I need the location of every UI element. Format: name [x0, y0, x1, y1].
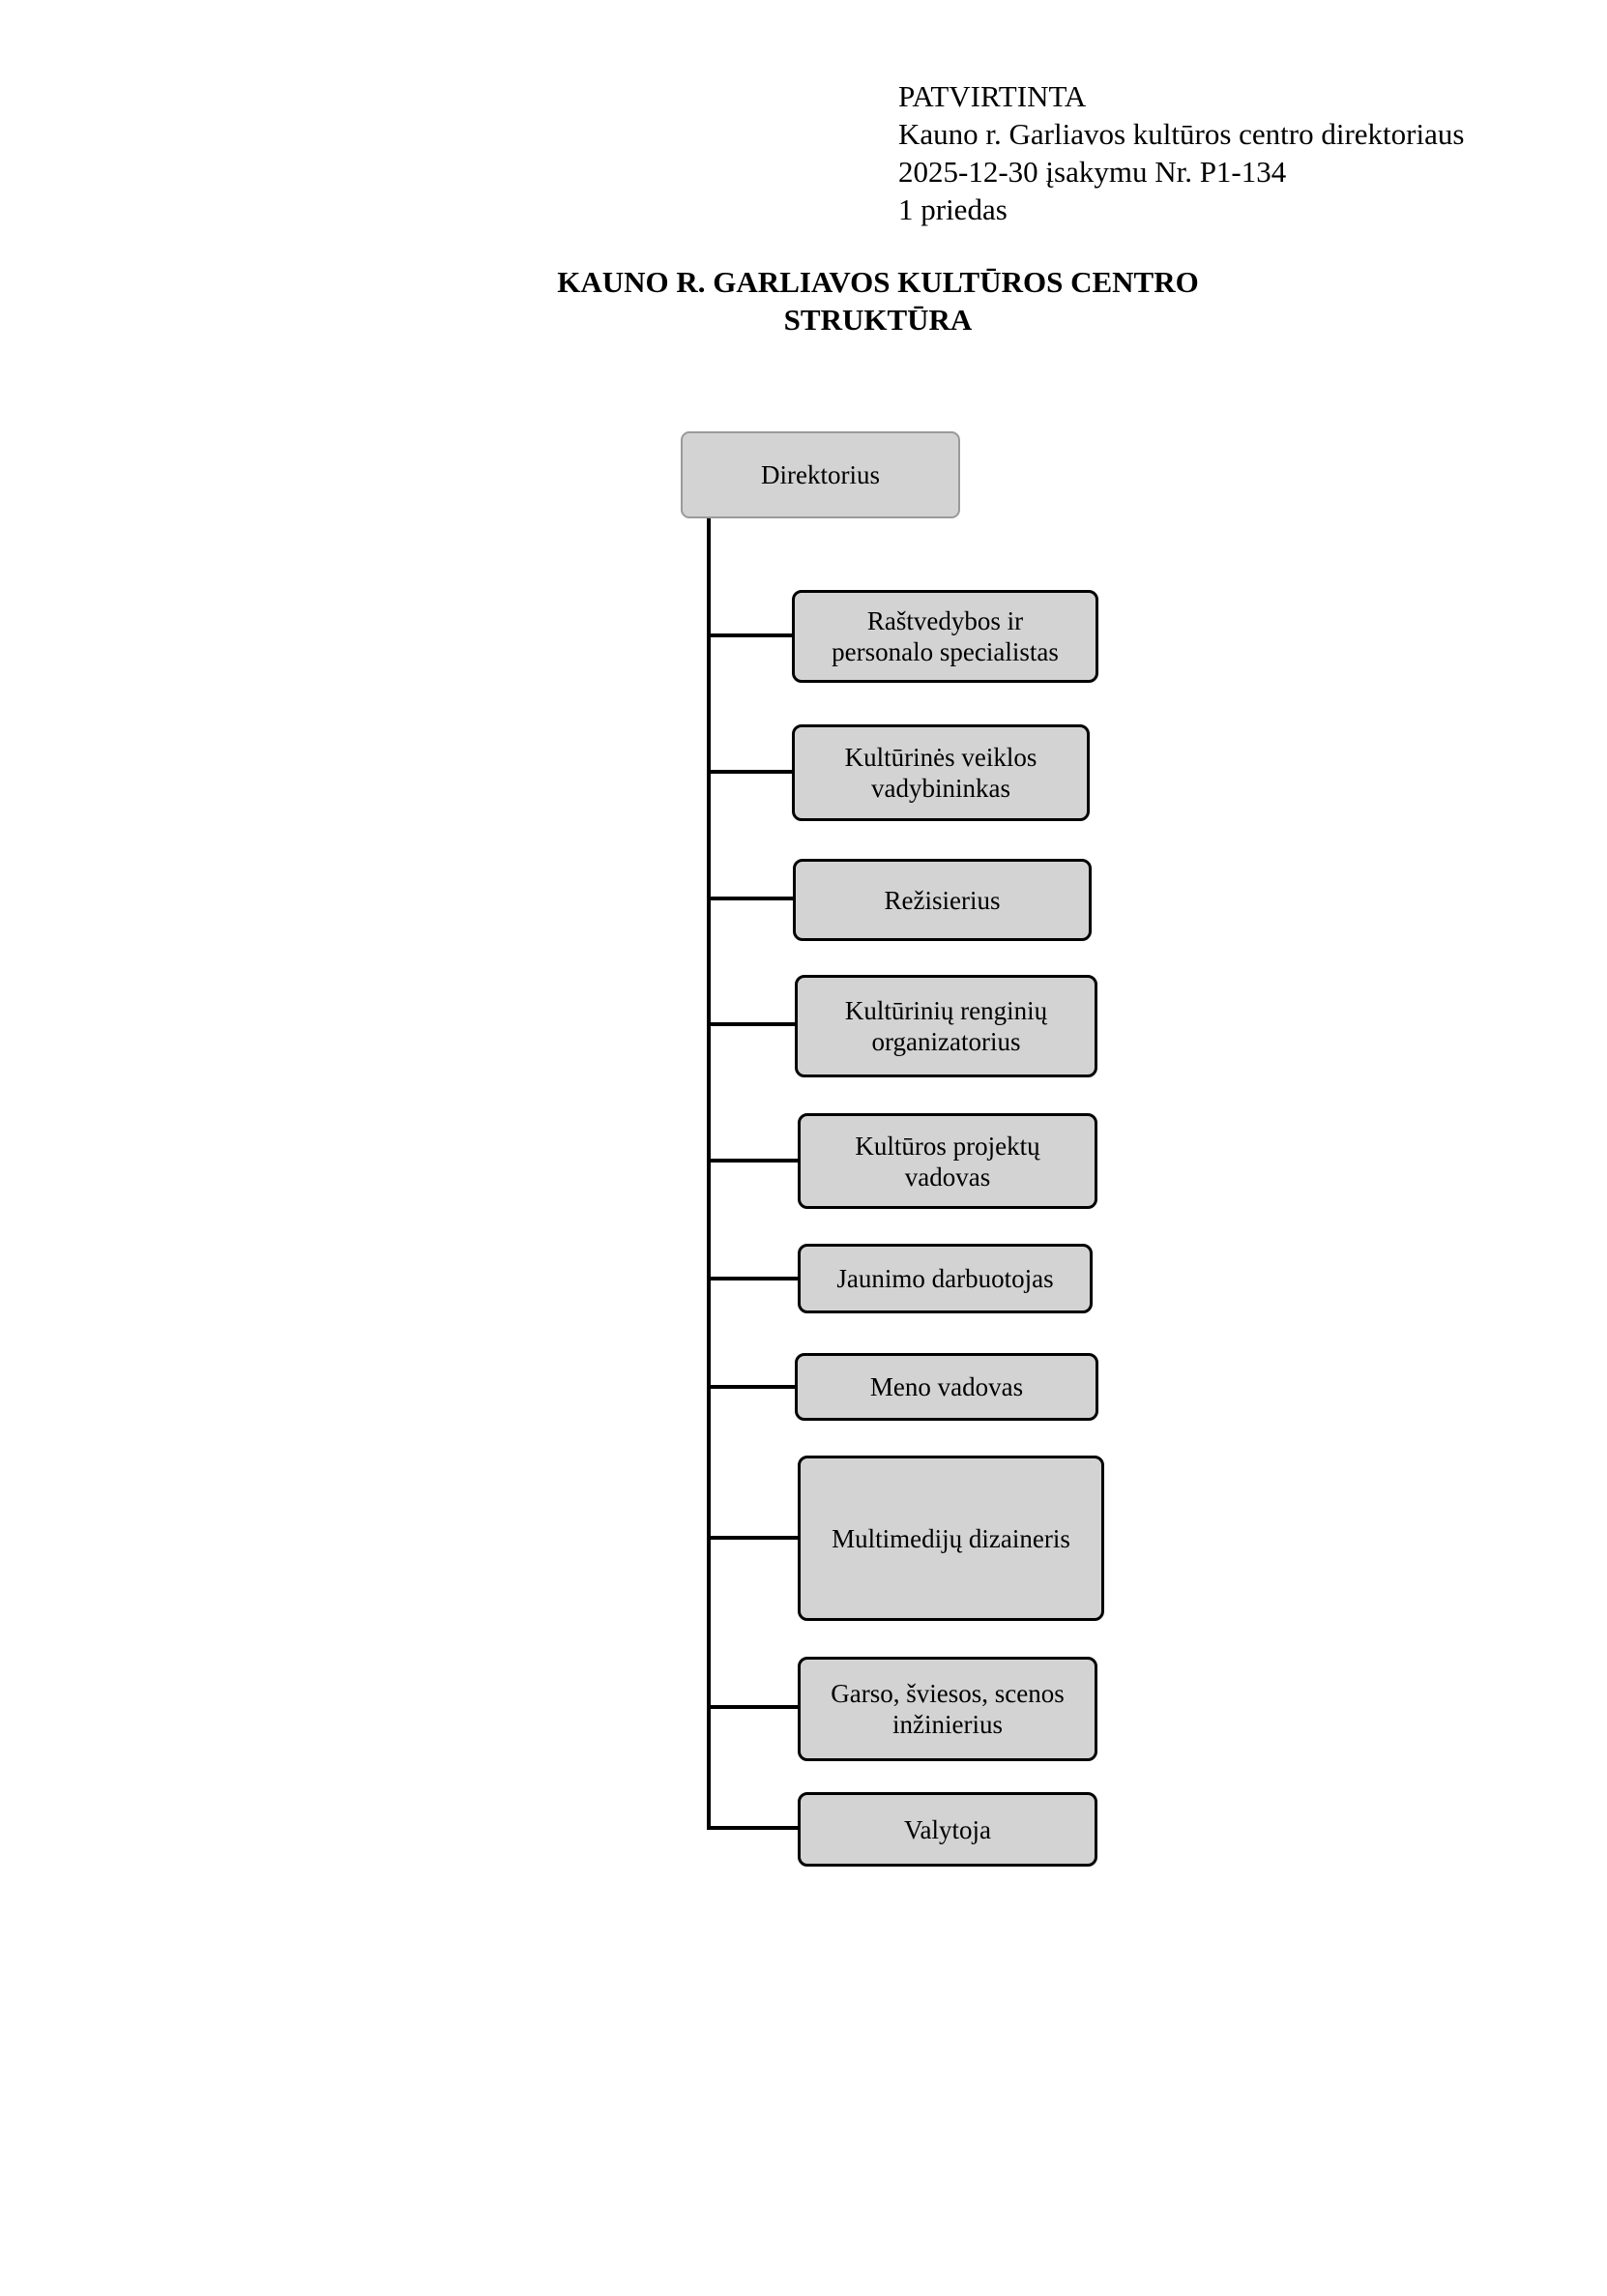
org-connector-line: [707, 1536, 798, 1540]
org-connector-line: [707, 1385, 795, 1389]
approval-line: 1 priedas: [898, 192, 1008, 226]
org-connector-line: [707, 770, 792, 774]
org-connector-line: [707, 1159, 798, 1163]
approval-line: PATVIRTINTA: [898, 79, 1087, 113]
org-node-label: Jaunimo darbuotojas: [836, 1264, 1054, 1293]
org-node-label: Meno vadovas: [869, 1372, 1024, 1401]
org-node-director: Direktorius: [681, 431, 960, 518]
org-node: Režisierius: [793, 859, 1092, 941]
org-node-label: vadovas: [904, 1162, 991, 1192]
org-trunk-line: [707, 518, 711, 1830]
org-node: Meno vadovas: [795, 1353, 1098, 1421]
org-node: Valytoja: [798, 1792, 1097, 1867]
org-connector-line: [707, 1705, 798, 1709]
title-line-2: STRUKTŪRA: [783, 303, 973, 337]
org-node-label: Multimedijų dizaineris: [832, 1523, 1070, 1553]
org-node-label: Kultūros projektų: [855, 1131, 1040, 1161]
org-connector-line: [707, 1826, 798, 1830]
org-node-label: Direktorius: [761, 460, 880, 489]
org-node-label: organizatorius: [871, 1027, 1021, 1056]
org-connector-line: [707, 633, 792, 637]
title-line-1: KAUNO R. GARLIAVOS KULTŪROS CENTRO: [557, 265, 1199, 299]
org-node: Jaunimo darbuotojas: [798, 1244, 1093, 1313]
org-node-label: vadybininkas: [871, 774, 1010, 803]
org-node: Multimedijų dizaineris: [798, 1456, 1104, 1621]
org-node-label: Raštvedybos ir: [866, 606, 1024, 635]
org-node-label: Režisierius: [884, 885, 1001, 915]
approval-block: PATVIRTINTA Kauno r. Garliavos kultūros …: [898, 77, 1464, 228]
org-node-label: Valytoja: [904, 1814, 991, 1844]
org-node-label: Kultūrinės veiklos: [844, 743, 1037, 772]
org-node-label: Garso, šviesos, scenos: [831, 1679, 1065, 1708]
org-connector-line: [707, 897, 793, 900]
approval-line: Kauno r. Garliavos kultūros centro direk…: [898, 117, 1465, 151]
approval-line: 2025-12-30 įsakymu Nr. P1-134: [898, 155, 1287, 189]
org-node-label: Kultūrinių renginių: [844, 996, 1048, 1025]
org-node-label: personalo specialistas: [832, 637, 1059, 666]
org-connector-line: [707, 1277, 798, 1280]
document-title: KAUNO R. GARLIAVOS KULTŪROS CENTRO STRUK…: [0, 263, 1607, 339]
org-connector-line: [707, 1022, 795, 1026]
org-node-label: inžinierius: [892, 1710, 1003, 1739]
